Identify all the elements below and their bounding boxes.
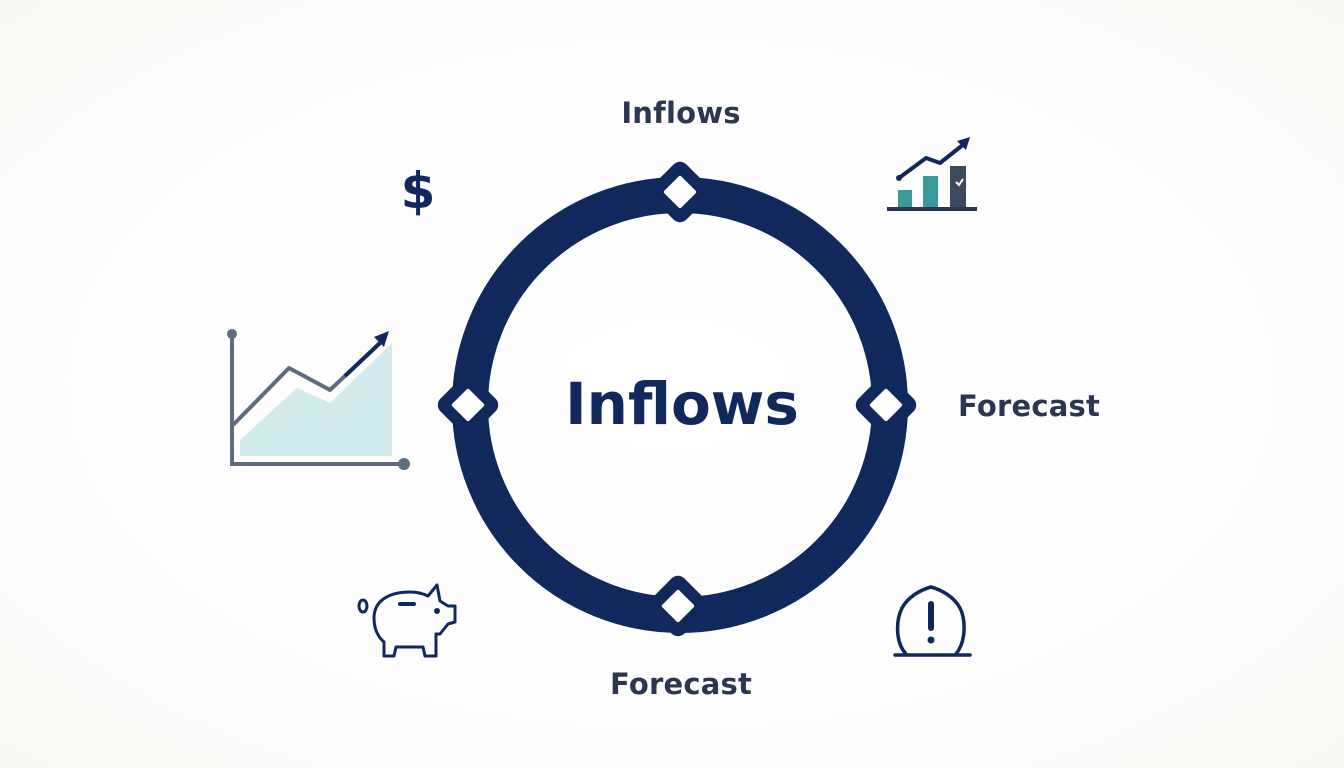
node-top bbox=[649, 161, 711, 223]
alert-warning-icon bbox=[893, 585, 972, 657]
label-right-forecast: Forecast bbox=[957, 389, 1101, 423]
node-left bbox=[437, 374, 499, 436]
label-bottom-forecast: Forecast bbox=[609, 667, 753, 701]
bar-chart-trend-icon bbox=[887, 137, 977, 211]
node-right bbox=[855, 374, 917, 436]
area-chart-growth-icon bbox=[227, 329, 410, 470]
label-top-inflows: Inflows bbox=[621, 96, 741, 130]
center-title: Inflows bbox=[565, 370, 799, 438]
node-bottom bbox=[647, 575, 709, 637]
svg-text:$: $ bbox=[401, 162, 436, 220]
dollar-sign-icon: $ bbox=[401, 162, 436, 220]
piggy-bank-icon bbox=[357, 583, 457, 658]
